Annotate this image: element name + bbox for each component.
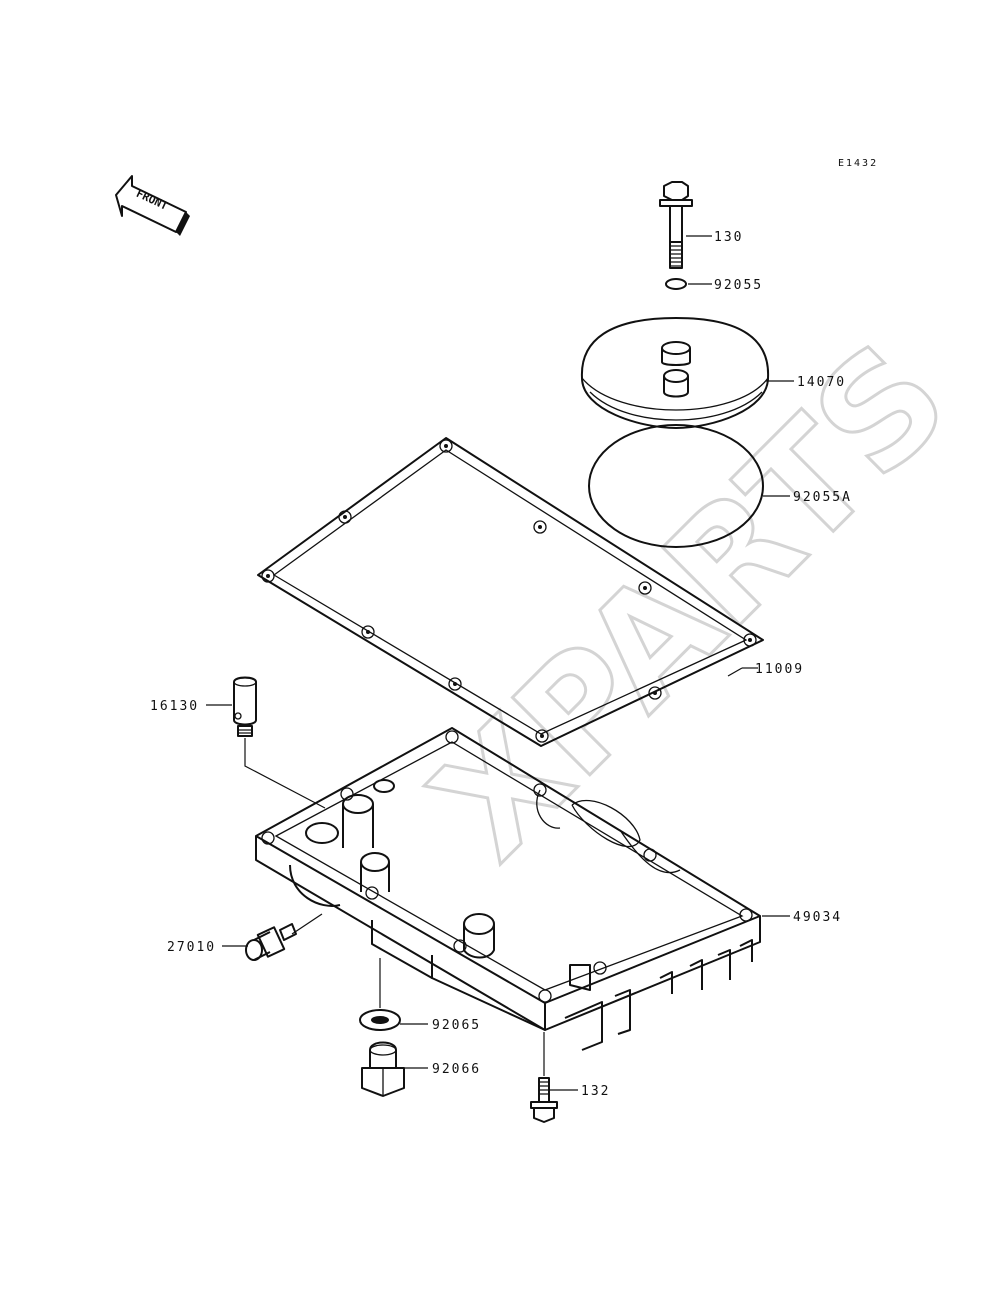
washer-92065: [359, 1009, 401, 1031]
gasket-11009: [257, 437, 764, 747]
o-ring-92055A: [588, 424, 764, 548]
part-label-11009: 11009: [755, 662, 804, 677]
part-label-27010: 27010: [167, 940, 216, 955]
part-label-92055A: 92055A: [793, 490, 852, 505]
part-label-92065: 92065: [432, 1018, 481, 1033]
switch-27010: [245, 923, 297, 961]
front-label: FRONT: [134, 187, 170, 213]
part-label-92055: 92055: [714, 278, 763, 293]
oil-pan-49034: [255, 727, 761, 1051]
cover-14070: [580, 317, 770, 429]
plug-92066: [361, 1041, 405, 1097]
front-arrow-icon: FRONT: [115, 175, 190, 236]
part-label-49034: 49034: [793, 910, 842, 925]
watermark: XPARTS: [401, 311, 982, 892]
part-label-14070: 14070: [797, 375, 846, 390]
o-ring-92055: [665, 278, 687, 290]
bolt-130: [659, 181, 693, 269]
part-label-92066: 92066: [432, 1062, 481, 1077]
part-label-132: 132: [581, 1084, 610, 1099]
part-label-130: 130: [714, 230, 743, 245]
fitting-16130: [233, 676, 257, 737]
diagram-code: E1432: [838, 158, 878, 169]
bolt-132: [530, 1077, 558, 1123]
part-label-16130: 16130: [150, 699, 199, 714]
